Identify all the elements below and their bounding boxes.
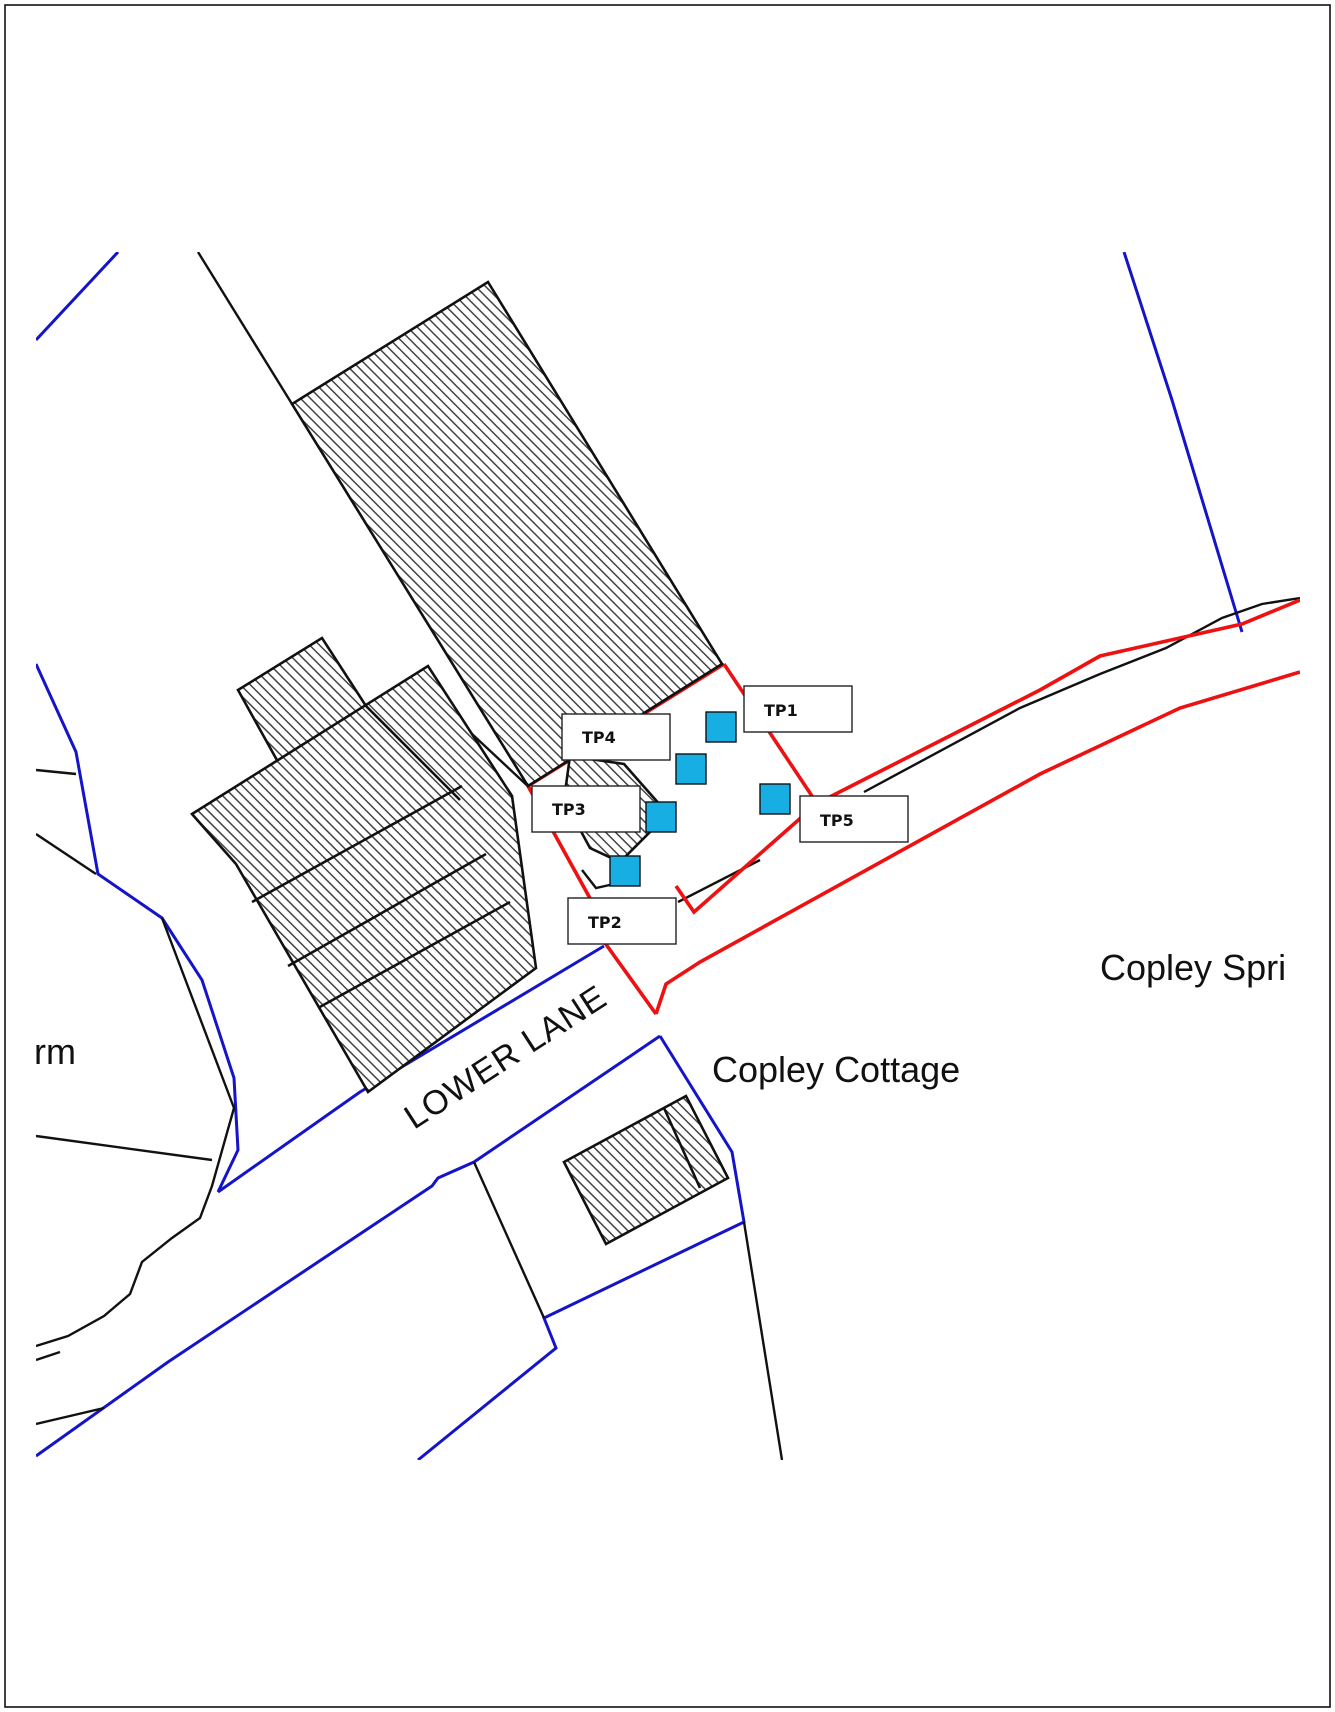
page-frame <box>4 4 1331 1708</box>
farm-building-block <box>190 664 538 1094</box>
trial-pit-tp2-marker <box>609 855 641 887</box>
tp3-label-text: TP3 <box>552 800 586 819</box>
buildings <box>190 280 730 1246</box>
place-label-copley-cottage: Copley Cottage <box>712 1049 960 1090</box>
trial-pit-tp2-label: TP2 <box>567 897 677 945</box>
trial-pit-tp3-marker <box>645 801 677 833</box>
tp2-label-text: TP2 <box>588 913 622 932</box>
large-barn-building <box>290 280 724 788</box>
trial-pit-tp1-marker <box>705 711 737 743</box>
trial-pit-labels: TP1 TP4 TP3 TP5 TP2 <box>531 685 909 945</box>
trial-pit-tp4-marker <box>675 753 707 785</box>
tp5-label-text: TP5 <box>820 811 854 830</box>
cottage-outbuilding <box>562 1094 730 1246</box>
tp4-label-text: TP4 <box>582 728 616 747</box>
tp1-label-text: TP1 <box>764 701 798 720</box>
trial-pit-tp5-marker <box>759 783 791 815</box>
field-boundaries <box>36 252 1300 1460</box>
trial-pit-tp1-label: TP1 <box>743 685 853 733</box>
map-area: TP1 TP4 TP3 TP5 TP2 LOWER LANE Copley Co… <box>34 252 1300 1460</box>
trial-pit-tp3-label: TP3 <box>531 785 641 833</box>
trial-pit-tp5-label: TP5 <box>799 795 909 843</box>
trial-pit-markers <box>609 711 791 887</box>
place-label-copley-spri: Copley Spri <box>1100 947 1286 988</box>
place-label-farm-fragment: rm <box>34 1031 76 1072</box>
trial-pit-tp4-label: TP4 <box>561 713 671 761</box>
